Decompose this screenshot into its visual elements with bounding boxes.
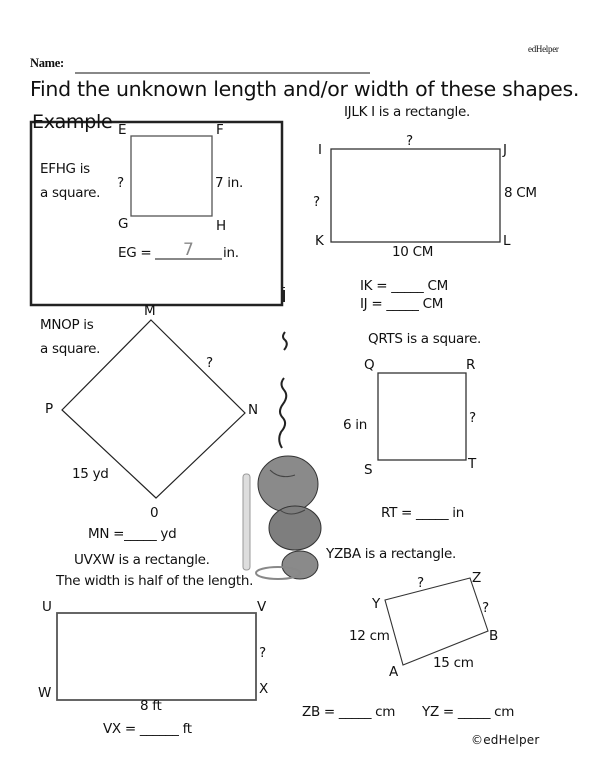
vertex-i: I [318,142,322,158]
ijlk-bottom-side: 10 CM [392,244,434,260]
vertex-a: A [389,664,398,680]
vertex-o: 0 [150,505,159,521]
mnop-desc-line2: a square. [40,341,101,357]
vertex-r: R [466,357,476,373]
qrts-answer: RT = _____ in [381,505,464,521]
uvxw-desc-line1: UVXW is a rectangle. [74,552,210,568]
uvxw-desc-line2: The width is half of the length. [56,573,254,589]
qrts-known-side: 6 in [343,417,367,433]
yzba-top-unknown: ? [417,575,424,591]
yzba-right-unknown: ? [482,600,489,616]
vertex-s: S [364,462,373,478]
vertex-g: G [118,216,129,232]
yzba-bottom-side: 15 cm [433,655,474,671]
uvxw-known-side: 8 ft [140,698,162,714]
example-known-side: 7 in. [215,175,243,191]
vertex-x: X [259,681,268,697]
ijlk-right-side: 8 CM [504,185,537,201]
example-answer-unit: in. [223,245,239,261]
vertex-e: E [118,122,127,138]
mnop-desc-line1: MNOP is [40,317,94,333]
square-qrts [377,372,467,461]
ijlk-desc: IJLK I is a rectangle. [344,104,470,120]
rectangle-uvxw [56,612,257,701]
vertex-p: P [45,401,53,417]
ijlk-top-unknown: ? [406,133,413,149]
name-label: Name: [30,56,64,70]
mnop-answer: MN =_____ yd [88,526,177,542]
brand-label: edHelper [528,44,559,54]
yzba-answer-zb: ZB = _____ cm [302,704,396,720]
vertex-z: Z [472,570,481,586]
vertex-y: Y [372,596,380,612]
vertex-m: M [144,303,156,319]
cat-illustration [242,455,322,580]
vertex-v: V [257,599,266,615]
squiggle-decoration [278,287,288,449]
vertex-h: H [216,218,226,234]
vertex-j: J [503,142,507,158]
example-answer-value: 7 [183,240,194,260]
uvxw-unknown: ? [259,645,266,661]
yzba-left-side: 12 cm [349,628,390,644]
vertex-n: N [248,402,258,418]
example-unknown: ? [117,175,124,191]
copyright-label: ©edHelper [471,733,540,747]
uvxw-answer: VX = ______ ft [103,721,192,737]
qrts-desc: QRTS is a square. [368,331,481,347]
vertex-f: F [216,122,224,138]
yzba-answer-yz: YZ = _____ cm [422,704,515,720]
mnop-unknown: ? [206,355,213,371]
example-answer-prefix: EG = [118,245,152,261]
yzba-desc: YZBA is a rectangle. [326,546,456,562]
ijlk-answer-ij: IJ = _____ CM [360,296,444,312]
vertex-b: B [489,628,498,644]
vertex-q: Q [364,357,375,373]
square-efhg [130,135,213,217]
example-box [29,120,284,307]
vertex-l: L [503,233,511,249]
example-heading: Example [32,111,113,133]
rectangle-yzba [384,577,489,666]
qrts-unknown: ? [469,410,476,426]
vertex-w: W [38,685,52,701]
square-mnop [61,319,246,499]
vertex-k: K [315,233,324,249]
ijlk-answer-ik: IK = _____ CM [360,278,448,294]
example-desc-line2: a square. [40,185,101,201]
mnop-known-side: 15 yd [72,466,109,482]
ijlk-left-unknown: ? [313,194,320,210]
vertex-u: U [42,599,52,615]
vertex-t: T [468,456,476,472]
rectangle-ijlk [330,148,501,243]
example-desc-line1: EFHG is [40,161,90,177]
page-title: Find the unknown length and/or width of … [30,77,580,101]
